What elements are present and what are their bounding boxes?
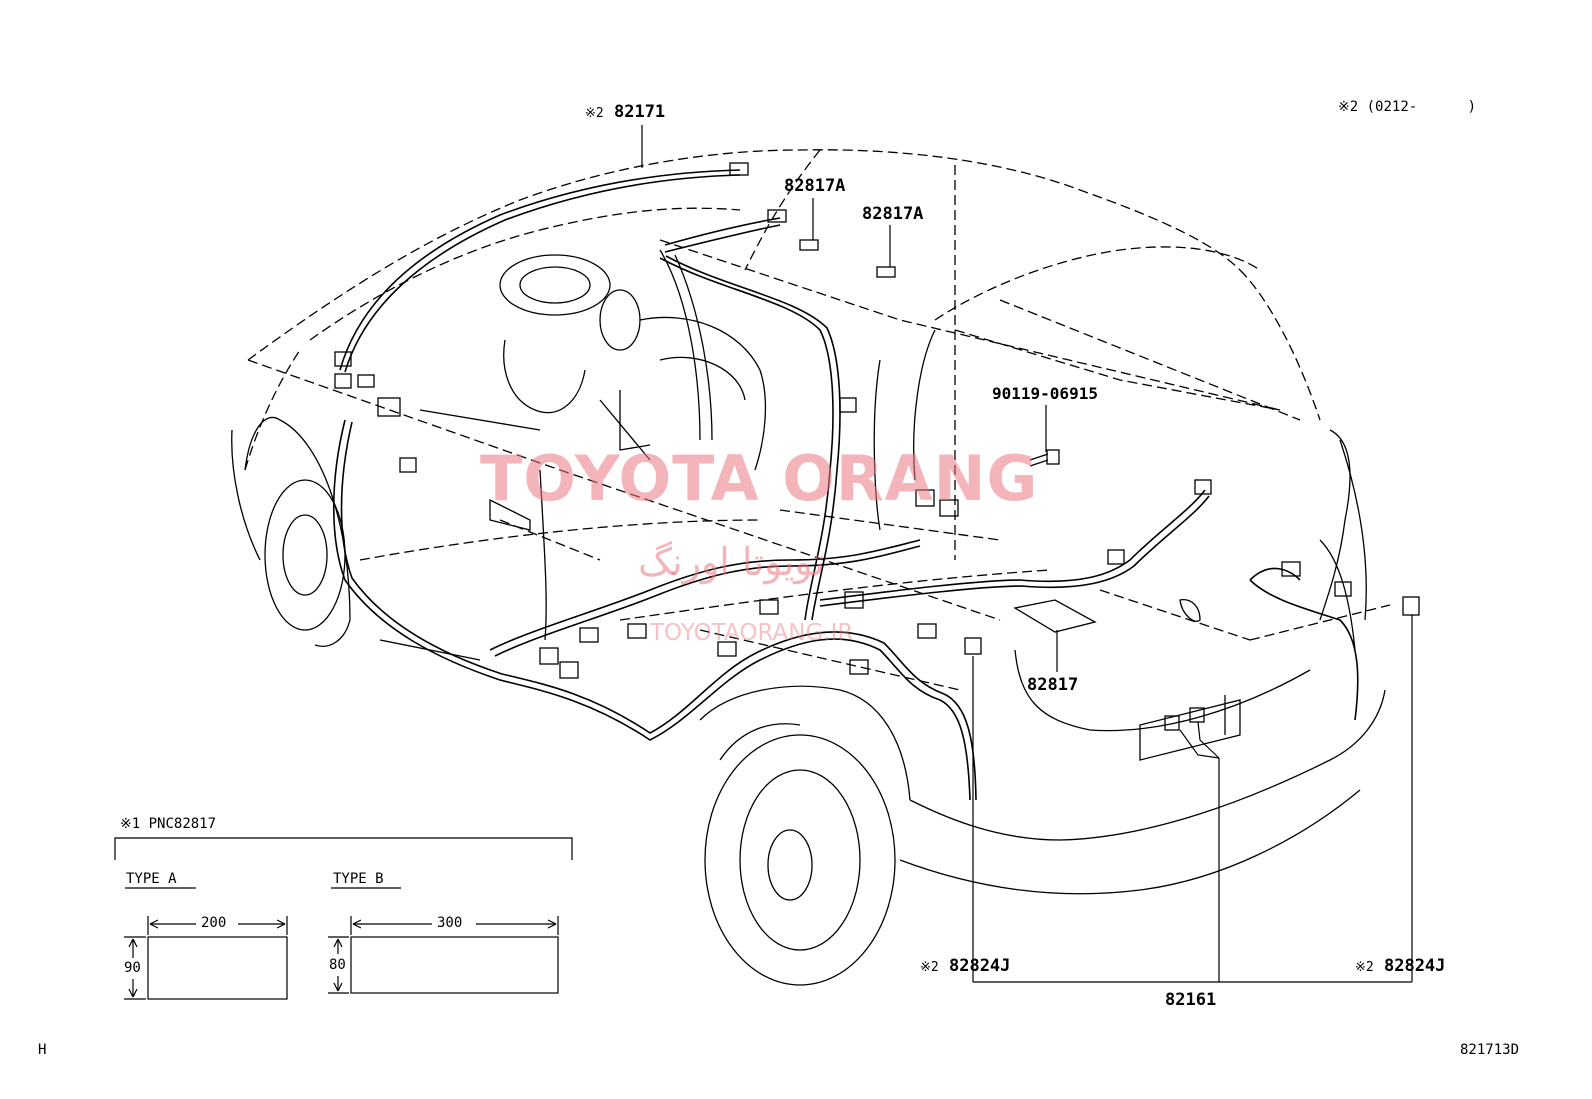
connector [939, 499, 959, 517]
connector [539, 647, 559, 665]
callout-floor-harness[interactable]: 82161 [1165, 990, 1217, 1010]
pad-82817 [1013, 599, 1097, 633]
connectors [334, 162, 1420, 731]
note-mark: ※2 [920, 960, 939, 975]
bolt-90119 [1029, 449, 1060, 467]
connector [1189, 707, 1205, 723]
type-a-height: 90 [124, 960, 141, 976]
connector [377, 397, 401, 417]
connector [334, 373, 352, 389]
connector [1334, 581, 1352, 597]
connector [559, 661, 579, 679]
connector [839, 397, 857, 413]
type-b-width: 300 [437, 915, 463, 931]
connector [717, 641, 737, 657]
watermark-title: TOYOTA ORANG [480, 442, 1039, 515]
part-number: 82824J [948, 956, 1011, 976]
connector [357, 374, 375, 388]
type-b-height: 80 [329, 957, 346, 973]
part-number: 82824J [1383, 956, 1446, 976]
connector [759, 599, 779, 615]
note-mark: ※2 [1338, 99, 1359, 115]
connector [334, 351, 352, 367]
callout-pad-82817[interactable]: 82817 [1027, 675, 1079, 695]
note-date: (0212- [1366, 99, 1418, 115]
note-close: ) [1467, 99, 1477, 115]
connector [1164, 715, 1180, 731]
note-mark: ※2 [585, 106, 604, 121]
note-mark: ※1 [120, 816, 141, 832]
connector [844, 591, 864, 609]
footer-code-left: H [38, 1042, 47, 1058]
connector [915, 489, 935, 507]
connector [1107, 549, 1125, 565]
connector [1402, 596, 1420, 616]
inset-pnc: PNC82817 [148, 816, 217, 832]
connector [729, 162, 749, 176]
vehicle-body-outline [244, 149, 1391, 691]
callout-clamp-left[interactable]: ※2 82824J [920, 958, 1010, 975]
callout-clip-82817a-2[interactable]: 82817A [862, 204, 924, 224]
floor-harness [333, 255, 1359, 801]
leader-lines [641, 125, 1413, 983]
callout-clamp-right[interactable]: ※2 82824J [1355, 958, 1445, 975]
watermark-url: TOYOTAORANG.IR [650, 620, 854, 646]
note-mark: ※2 [1355, 960, 1374, 975]
vehicle-body-details [231, 249, 1386, 986]
callout-clip-82817a-1[interactable]: 82817A [784, 176, 846, 196]
callout-roof-harness[interactable]: ※2 82171 [585, 104, 665, 121]
type-a-label: TYPE A [126, 871, 177, 887]
connector [627, 623, 647, 639]
callout-bolt[interactable]: 90119-06915 [992, 384, 1098, 403]
connector [917, 623, 937, 639]
connector [799, 239, 819, 251]
applicability-note: ※2 (0212- ) [1338, 100, 1476, 114]
illustration-number: 821713D [1460, 1042, 1520, 1058]
roof-harness [339, 169, 781, 373]
watermark-persian: تویوتا اورنگ [638, 540, 825, 584]
connector [1281, 561, 1301, 577]
type-a-outline [147, 936, 288, 1000]
type-a-width: 200 [201, 915, 227, 931]
connector [1194, 479, 1212, 495]
connector [767, 209, 787, 223]
connector [399, 457, 417, 473]
inset-panel [114, 837, 573, 1000]
inset-title: ※1 PNC82817 [120, 817, 216, 831]
connector [579, 627, 599, 643]
part-number: 82171 [613, 102, 666, 122]
connector [849, 659, 869, 675]
type-b-outline [350, 936, 559, 994]
connector [876, 266, 896, 278]
type-b-label: TYPE B [333, 871, 384, 887]
connector [964, 637, 982, 655]
